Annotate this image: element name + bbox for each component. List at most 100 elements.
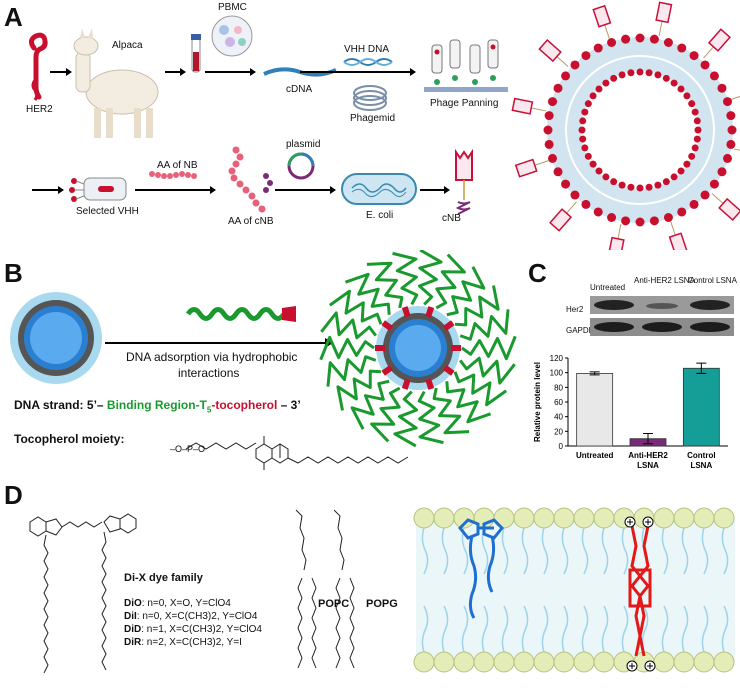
- tocopherol-structure: [185, 436, 409, 470]
- nanobody-icon: [514, 158, 538, 178]
- bar: [682, 367, 720, 447]
- y-tick-label: 80: [554, 383, 563, 392]
- western-blot: [590, 296, 734, 336]
- aa-nb-beads: [149, 171, 197, 179]
- sna-micelle: [319, 250, 517, 448]
- nanobody-icon: [592, 4, 612, 28]
- panel-c-letter: C: [528, 258, 547, 288]
- x-tick-label: Control: [687, 451, 715, 460]
- label-phagemid: Phagemid: [350, 113, 396, 124]
- blot-row-gapdh: GAPDH: [566, 326, 595, 335]
- blood-tube-icon: [191, 34, 201, 73]
- b-arrow-text-1: DNA adsorption via hydrophobic: [126, 350, 298, 364]
- dye-did-desc: : n=1, X=C(CH3)2, Y=ClO4: [141, 624, 262, 635]
- x-tick-label: LSNA: [690, 461, 712, 470]
- cnb-icon: [455, 148, 473, 215]
- label-selected-vhh: Selected VHH: [76, 206, 139, 217]
- dye-dio-desc: : n=0, X=O, Y=ClO4: [141, 598, 231, 609]
- label-pbmc: PBMC: [218, 2, 247, 13]
- her2-receptor-icon: [28, 32, 48, 101]
- red-dye-in-membrane: [624, 516, 656, 672]
- label-aa-cnb: AA of cNB: [228, 216, 274, 227]
- label-vhh-dna: VHH DNA: [344, 44, 390, 55]
- label-her2: HER2: [26, 104, 53, 115]
- strand-suffix: – 3’: [277, 398, 301, 412]
- strand-prefix: DNA strand: 5’–: [14, 398, 107, 412]
- micelle-left: [10, 292, 102, 384]
- aa-cnb-chain: [228, 146, 266, 213]
- dna-strand-line: DNA strand: 5’– Binding Region-T5-tocoph…: [14, 398, 301, 414]
- x-tick-label: Anti-HER2: [628, 451, 668, 460]
- panel-d-letter: D: [4, 480, 23, 510]
- nanobody-icon: [668, 232, 688, 250]
- tocopherol-label: Tocopherol moiety:: [14, 432, 125, 446]
- dix-dye-in-membrane: [457, 518, 505, 619]
- y-tick-label: 0: [559, 442, 564, 451]
- label-alpaca: Alpaca: [112, 40, 143, 51]
- alpaca-icon: [73, 28, 159, 138]
- strand-t5-sub: 5: [206, 405, 212, 415]
- dye-dir: DiR: n=2, X=C(CH3)2, Y=I: [124, 637, 242, 648]
- svg-text:–O–P–O: –O–P–O: [170, 444, 205, 454]
- label-cdna: cDNA: [286, 84, 313, 95]
- plasmid-icon: [287, 152, 315, 180]
- x-tick-label: LSNA: [637, 461, 659, 470]
- dye-did: DiD: n=1, X=C(CH3)2, Y=ClO4: [124, 624, 262, 635]
- dye-dii-desc: : n=0, X=C(CH3)2, Y=ClO4: [136, 611, 258, 622]
- panel-b-graphics: –O–P–O: [10, 250, 517, 470]
- nanobody-icon: [511, 97, 534, 115]
- ecoli-icon: [341, 173, 417, 205]
- dye-did-name: DiD: [124, 624, 142, 635]
- label-phage-panning: Phage Panning: [430, 98, 499, 109]
- lipid-bilayer: [413, 507, 735, 673]
- strand-binding: Binding Region: [106, 398, 196, 412]
- dye-dir-desc: : n=2, X=C(CH3)2, Y=I: [141, 637, 242, 648]
- nanobody-icon: [718, 197, 740, 221]
- strand-t5: -T: [195, 398, 207, 412]
- y-tick-label: 120: [550, 354, 564, 363]
- label-cnb: cNB: [442, 213, 461, 224]
- strand-toco: -tocopherol: [211, 398, 278, 412]
- y-axis-label: Relative protein level: [533, 362, 542, 442]
- dye-family-title: Di-X dye family: [124, 572, 203, 584]
- nanobody-icon: [538, 39, 562, 63]
- b-arrow-text-2: interactions: [178, 366, 240, 380]
- error-bar: [643, 433, 653, 445]
- dna-strand-icon: [185, 307, 287, 321]
- pbmc-icon: [211, 15, 253, 57]
- panel-a-graphics: [28, 1, 740, 250]
- popg-structure: [333, 509, 355, 669]
- popc-structure: [295, 509, 317, 669]
- label-ecoli: E. coli: [366, 210, 394, 221]
- dye-dir-name: DiR: [124, 637, 142, 648]
- y-tick-label: 20: [554, 427, 563, 436]
- dye-dii: DiI: n=0, X=C(CH3)2, Y=ClO4: [124, 611, 257, 622]
- label-plasmid: plasmid: [286, 139, 321, 150]
- dye-dio: DiO: n=0, X=O, Y=ClO4: [124, 598, 231, 609]
- nanobody-icon: [707, 28, 731, 52]
- y-tick-label: 60: [554, 398, 563, 407]
- nanobody-icon: [549, 208, 573, 232]
- phage-panning-icon: [424, 39, 508, 92]
- dye-dio-name: DiO: [124, 598, 142, 609]
- label-aa-nb: AA of NB: [157, 160, 198, 171]
- error-bar: [696, 362, 707, 374]
- dye-dii-name: DiI: [124, 611, 137, 622]
- y-tick-label: 100: [550, 369, 564, 378]
- y-tick-label: 40: [554, 413, 563, 422]
- blot-header-untreated: Untreated: [590, 283, 626, 292]
- blot-header-control: Control LSNA: [688, 276, 737, 285]
- panel-d-graphics: [29, 507, 735, 674]
- x-tick-label: Untreated: [576, 451, 613, 460]
- phagemid-icon: [353, 85, 387, 111]
- error-bar: [589, 371, 600, 376]
- panel-a-letter: A: [4, 2, 23, 32]
- vhh-dna-icon: [343, 58, 393, 66]
- nanobody-icon: [655, 1, 673, 24]
- lsna-vesicle: [511, 1, 740, 250]
- nanobody-icon: [607, 236, 625, 250]
- blot-row-her2: Her2: [566, 305, 584, 314]
- bar: [576, 372, 614, 447]
